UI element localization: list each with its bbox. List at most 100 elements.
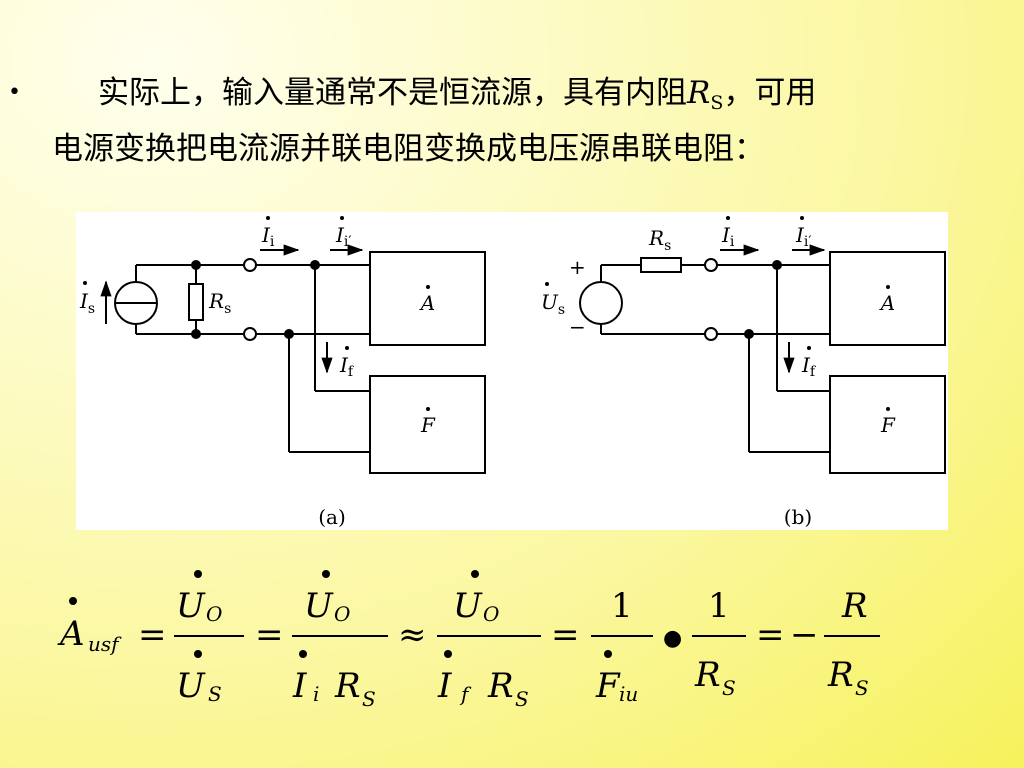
rs-sub: S <box>855 676 869 700</box>
svg-text:Ii′: Ii′ <box>335 223 352 250</box>
formula-lhs-sub: usf <box>88 632 122 656</box>
ii-prime-sub: i′ <box>344 234 352 250</box>
if-symbol: I <box>437 666 452 706</box>
text-line-1: 实际上，输入量通常不是恒流源，具有内阻RS，可用 <box>52 70 1012 126</box>
if-sub: f <box>348 364 355 380</box>
junction <box>284 329 294 339</box>
dot-mark <box>194 650 202 658</box>
rs-sub: s <box>224 301 231 317</box>
svg-text:Rs: Rs <box>648 226 671 254</box>
circuit-diagrams: Is Rs Ii Ii′ If A F (a) + − Us Rs Ii Ii′… <box>79 216 946 529</box>
rs-label: R <box>208 289 224 313</box>
dot-mark <box>426 407 430 411</box>
ii-prime-label-b: I <box>795 223 805 247</box>
dot-mark <box>340 216 344 220</box>
junction <box>191 329 201 339</box>
caption-b: (b) <box>784 505 812 529</box>
junction <box>772 260 782 270</box>
svg-text:Us: Us <box>541 290 565 318</box>
ii-sub-b: i <box>730 234 735 250</box>
amplifier-block-a <box>829 251 946 346</box>
rs-symbol: R <box>687 75 711 111</box>
uo-symbol: U <box>176 586 206 626</box>
equals-sign: = <box>138 615 167 655</box>
amplifier-block-a <box>369 251 486 346</box>
block-a-label: A <box>419 291 435 315</box>
svg-text:Ii: Ii <box>261 223 275 250</box>
svg-text:If: If <box>801 353 817 380</box>
rs-label-b: R <box>648 226 664 250</box>
dot-mark <box>604 650 612 658</box>
uo-symbol: U <box>453 586 483 626</box>
svg-text:Is: Is <box>79 289 95 317</box>
dot-mark <box>886 407 890 411</box>
dot-mark <box>545 282 549 286</box>
dot-mark <box>322 570 330 578</box>
dot-mark <box>345 346 349 350</box>
if-label-b: I <box>801 353 811 377</box>
iu-sub: iu <box>619 682 638 706</box>
i-sub: i <box>313 682 319 706</box>
svg-text:Ii: Ii <box>721 223 735 250</box>
svg-text:Rs: Rs <box>208 289 231 317</box>
bullet-dot: • <box>8 80 21 105</box>
dot-mark <box>471 570 479 578</box>
block-f-label: F <box>420 413 436 437</box>
if-sub-b: f <box>810 364 817 380</box>
approx-sign: ≈ <box>398 615 427 655</box>
dot-mark <box>800 216 804 220</box>
s-sub: S <box>208 682 222 706</box>
block-a-label-b: A <box>879 291 895 315</box>
numerator-one: 1 <box>708 586 730 626</box>
circuit-b <box>579 244 946 474</box>
if-label: I <box>339 353 349 377</box>
o-sub: O <box>483 602 499 626</box>
is-sub: s <box>88 301 95 317</box>
ii-label: I <box>261 223 271 247</box>
text-line-1-post: ，可用 <box>723 75 817 111</box>
junction <box>744 329 754 339</box>
ii-prime-sub-b: i′ <box>804 234 812 250</box>
bullet-paragraph: • 实际上，输入量通常不是恒流源，具有内阻RS，可用 电源变换把电流源并联电阻变… <box>8 70 1012 172</box>
text-line-2: 电源变换把电流源并联电阻变换成电压源串联电阻： <box>52 131 765 167</box>
dot-mark <box>194 570 202 578</box>
dot-mark <box>69 597 77 605</box>
dot-mark <box>726 216 730 220</box>
ii-label-b: I <box>721 223 731 247</box>
rs-sub-b: s <box>664 238 671 254</box>
formula-lhs: A <box>57 614 85 654</box>
rs-symbol: R <box>694 655 721 695</box>
rs-symbol: R <box>487 666 514 706</box>
dot-mark <box>266 216 270 220</box>
circuit-figure: Is Rs Ii Ii′ If A F (a) + − Us Rs Ii Ii′… <box>76 212 948 530</box>
multiply-dot: ● <box>663 626 682 651</box>
equals-sign: = <box>756 615 785 655</box>
o-sub: O <box>206 602 222 626</box>
rs-sub: S <box>722 676 736 700</box>
feedback-block-f <box>369 375 486 474</box>
ii-symbol: I <box>292 666 307 706</box>
dot-mark <box>426 285 430 289</box>
block-f-label-b: F <box>880 413 896 437</box>
dot-mark <box>299 650 307 658</box>
circuit-a <box>100 244 486 474</box>
svg-text:If: If <box>339 353 355 380</box>
caption-a: (a) <box>318 505 346 529</box>
dot-mark <box>83 281 87 285</box>
minus-sign: − <box>790 615 819 655</box>
numerator-one: 1 <box>611 586 633 626</box>
svg-text:Ii′: Ii′ <box>795 223 812 250</box>
us-label: U <box>541 290 559 314</box>
minus-sign: − <box>569 315 586 339</box>
dot-mark <box>886 285 890 289</box>
text-line-1-pre: 实际上，输入量通常不是恒流源，具有内阻 <box>98 75 687 111</box>
equals-sign: = <box>255 615 284 655</box>
equals-sign: = <box>551 615 580 655</box>
rs-subscript: S <box>710 92 724 114</box>
us-symbol: U <box>176 666 206 706</box>
rs-sub: S <box>362 687 376 711</box>
plus-sign: + <box>569 255 586 279</box>
ii-prime-label: I <box>335 223 345 247</box>
feedback-block-f <box>829 375 946 474</box>
